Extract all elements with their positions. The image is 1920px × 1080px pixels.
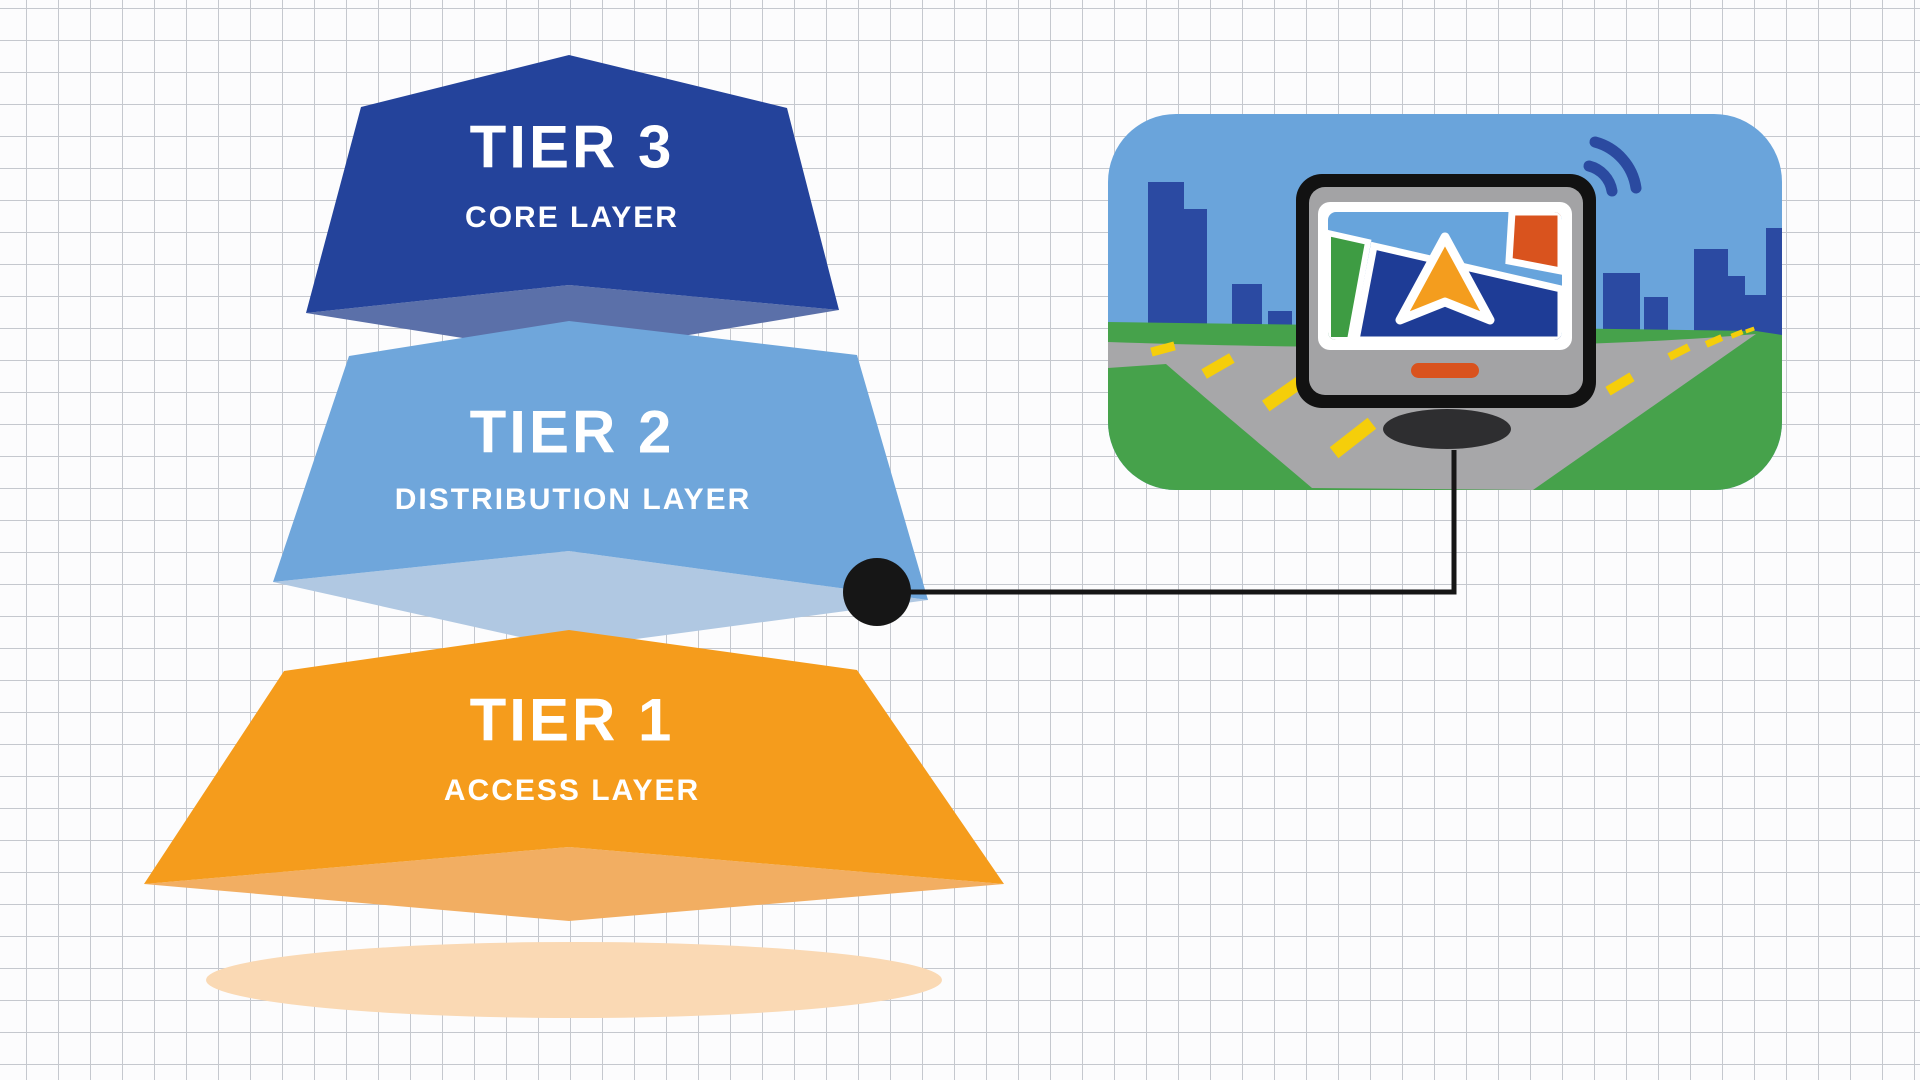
device-knob	[1383, 409, 1511, 449]
tier3-layer-shape	[306, 55, 839, 313]
pyramid-ground-shadow	[206, 942, 942, 1018]
wifi-signal-icon	[1583, 136, 1642, 197]
gps-illustration-card	[1108, 114, 1782, 490]
tier2-subtitle: DISTRIBUTION LAYER	[394, 483, 752, 516]
map-graphic	[1328, 212, 1562, 340]
road-marking-dashes	[1150, 326, 1755, 459]
tier2-title: TIER 2	[469, 398, 675, 466]
map-green-region	[1328, 229, 1372, 340]
tier2-underside-shape	[273, 551, 928, 648]
device-accent-bar	[1411, 363, 1479, 378]
tier-pyramid	[144, 55, 1004, 1018]
navigation-arrow-icon	[1395, 232, 1495, 325]
tier2-layer-shape	[273, 321, 928, 600]
tier3-subtitle: CORE LAYER	[465, 201, 679, 234]
tier1-subtitle: ACCESS LAYER	[443, 774, 701, 807]
map-red-region	[1505, 212, 1562, 276]
connector-line	[877, 450, 1457, 595]
tier3-underside-shape	[306, 285, 839, 355]
tier1-title: TIER 1	[469, 686, 675, 754]
tier3-title: TIER 3	[469, 113, 675, 181]
tier1-layer-shape	[144, 630, 1004, 884]
gps-device	[1296, 174, 1596, 449]
connector-dot	[843, 558, 911, 626]
tier1-underside-shape	[144, 847, 1004, 921]
